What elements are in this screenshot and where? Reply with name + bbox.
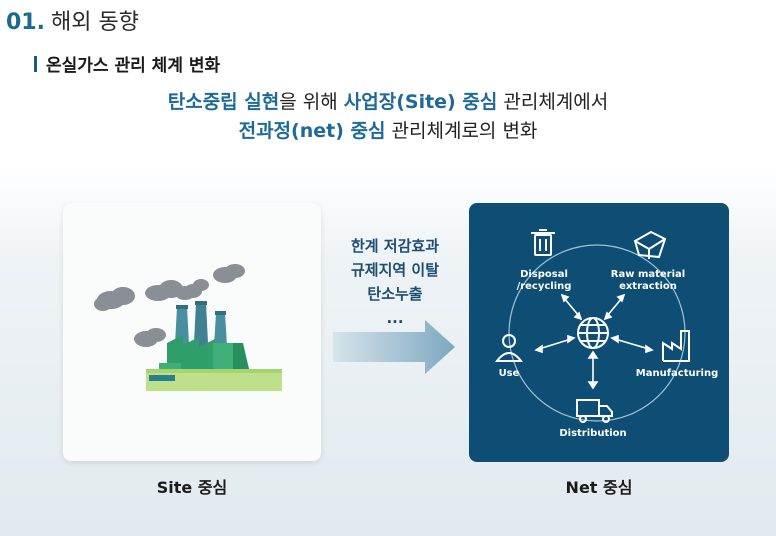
user-icon bbox=[494, 334, 524, 362]
headline-highlight-1: 탄소중립 실현 bbox=[167, 91, 280, 113]
factory-illustration bbox=[94, 264, 282, 391]
middle-line-4: ... bbox=[386, 309, 404, 327]
middle-text: 한계 저감효과 규제지역 이탈 탄소누출 ... bbox=[330, 234, 460, 330]
node-disposal-text: Disposal /recycling bbox=[516, 269, 572, 292]
section-number: 01. bbox=[6, 10, 45, 35]
section-title-text: 해외 동향 bbox=[50, 10, 139, 35]
ground bbox=[146, 369, 282, 391]
site-caption: Site 중심 bbox=[156, 478, 228, 497]
subtitle-text: 온실가스 관리 체계 변화 bbox=[46, 56, 221, 76]
headline-line-1: 탄소중립 실현을 위해 사업장(Site) 중심 관리체계에서 bbox=[0, 88, 776, 117]
site-panel bbox=[63, 203, 321, 461]
factory-buildings bbox=[159, 335, 249, 371]
lifecycle-diagram bbox=[494, 229, 690, 423]
lifecycle-ring bbox=[508, 244, 686, 422]
headline: 탄소중립 실현을 위해 사업장(Site) 중심 관리체계에서 전과정(net)… bbox=[0, 88, 776, 146]
middle-line-2: 규제지역 이탈 bbox=[350, 261, 440, 279]
headline-text-3: 관리체계로의 변화 bbox=[385, 120, 538, 142]
headline-text-1: 을 위해 bbox=[279, 91, 344, 113]
net-caption: Net 중심 bbox=[565, 478, 633, 497]
section-title: 01.해외 동향 bbox=[6, 4, 139, 36]
smoke-clouds bbox=[94, 264, 245, 347]
sub-title: 온실가스 관리 체계 변화 bbox=[34, 51, 220, 76]
node-manufacturing-label: Manufacturing bbox=[635, 368, 719, 379]
box-icon bbox=[633, 230, 667, 259]
factory-icon bbox=[662, 330, 690, 362]
node-distribution-label: Distribution bbox=[559, 428, 627, 439]
headline-highlight-2: 사업장(Site) 중심 bbox=[343, 91, 498, 113]
transition-arrow bbox=[333, 320, 455, 374]
globe-icon bbox=[577, 317, 609, 349]
pipe bbox=[149, 375, 175, 381]
subtitle-bar bbox=[34, 55, 37, 72]
node-disposal-label: Disposal /recycling bbox=[509, 269, 579, 293]
headline-text-2: 관리체계에서 bbox=[497, 91, 609, 113]
middle-line-3: 탄소누출 bbox=[367, 285, 423, 303]
middle-line-1: 한계 저감효과 bbox=[350, 237, 440, 255]
net-panel: Disposal /recycling Raw material extract… bbox=[469, 203, 729, 462]
trash-icon bbox=[531, 229, 555, 256]
double-arrows bbox=[534, 293, 654, 390]
truck-icon bbox=[576, 399, 613, 423]
headline-highlight-3: 전과정(net) 중심 bbox=[238, 120, 386, 142]
node-raw-text: Raw material extraction bbox=[610, 269, 686, 292]
node-use-label: Use bbox=[498, 368, 520, 379]
node-raw-label: Raw material extraction bbox=[603, 269, 693, 293]
headline-line-2: 전과정(net) 중심 관리체계로의 변화 bbox=[0, 117, 776, 146]
callout-notch bbox=[376, 154, 400, 168]
